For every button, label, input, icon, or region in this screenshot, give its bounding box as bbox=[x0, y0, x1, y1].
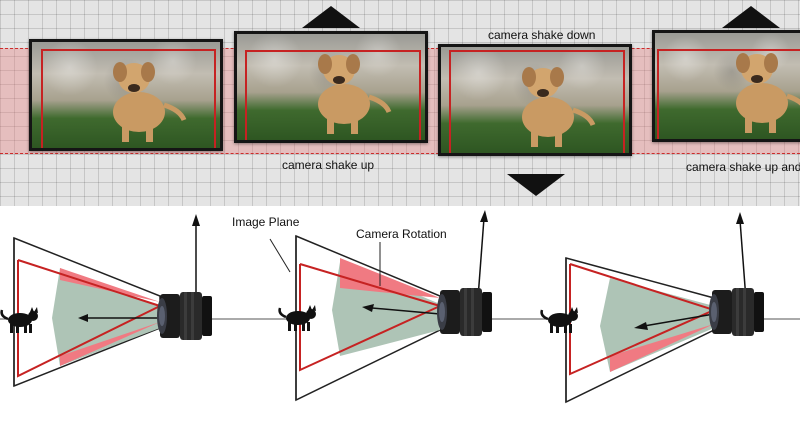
diagram-3 bbox=[540, 212, 764, 404]
video-frame-1 bbox=[29, 39, 223, 151]
puppy-image bbox=[522, 67, 596, 147]
arrow-left-icon bbox=[362, 304, 374, 312]
stabilized-crop-rect bbox=[449, 50, 625, 153]
camera-lens-icon bbox=[157, 292, 212, 340]
caption-frame-4: camera shake up and bbox=[686, 160, 800, 174]
up-vector-line bbox=[739, 219, 747, 301]
film-strip: camera shake up camera shake down bbox=[0, 0, 800, 206]
video-frame-4 bbox=[652, 30, 800, 142]
image-plane-label: Image Plane bbox=[232, 215, 300, 229]
arrow-left-icon bbox=[78, 314, 88, 322]
caption-frame-2: camera shake up bbox=[282, 158, 375, 172]
image-plane-leader bbox=[269, 238, 291, 273]
look-vector-line bbox=[643, 313, 715, 327]
up-vector-line bbox=[477, 217, 485, 299]
stabilized-crop-rect bbox=[41, 49, 216, 148]
arrow-up-icon bbox=[480, 210, 488, 222]
camera-lens-icon bbox=[709, 288, 764, 336]
rotation-wedge-top bbox=[60, 268, 160, 302]
stabilized-crop-rect bbox=[657, 49, 800, 139]
diagram-1 bbox=[0, 214, 212, 388]
diagram-2 bbox=[269, 210, 492, 402]
arrow-up-icon bbox=[302, 6, 360, 28]
rotation-wedge-bottom bbox=[60, 322, 160, 366]
puppy-image bbox=[113, 62, 187, 142]
diagram-canvas bbox=[0, 210, 800, 404]
puppy-image bbox=[736, 53, 800, 133]
look-vector-line bbox=[371, 307, 441, 315]
arrow-down-icon bbox=[507, 174, 565, 196]
arrow-up-icon bbox=[722, 6, 780, 28]
camera-rotation-label: Camera Rotation bbox=[356, 227, 447, 241]
video-frame-3 bbox=[438, 44, 632, 156]
arrow-up-icon bbox=[192, 214, 200, 226]
puppy-image bbox=[318, 54, 392, 134]
video-frame-2 bbox=[234, 31, 428, 143]
caption-frame-3: camera shake down bbox=[488, 28, 596, 42]
camera-lens-icon bbox=[437, 288, 492, 336]
arrow-up-icon bbox=[736, 212, 744, 224]
rotation-wedge bbox=[340, 258, 440, 298]
stabilized-crop-rect bbox=[245, 50, 421, 140]
arrow-left-icon bbox=[634, 322, 648, 330]
field-of-view-cone bbox=[52, 268, 160, 366]
camera-rotation-diagrams: Image Plane Camera Rotation bbox=[0, 206, 800, 418]
rotation-wedge bbox=[610, 324, 714, 372]
